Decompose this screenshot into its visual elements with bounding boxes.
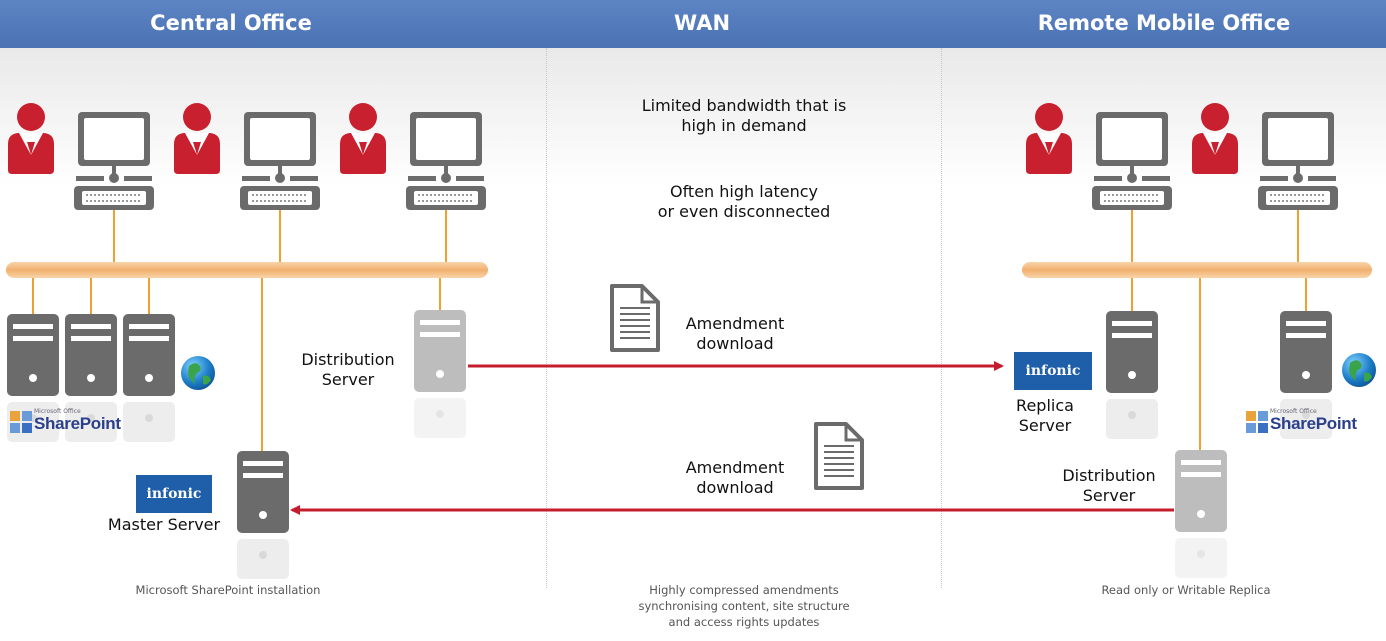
computer-icon — [73, 111, 155, 211]
upper-amendment-label: Amendment download — [685, 314, 785, 353]
right-divider — [941, 48, 942, 588]
wan-caption: Highly compressed amendments synchronisi… — [638, 583, 850, 629]
distribution-server-icon — [414, 310, 466, 438]
person-icon — [8, 103, 54, 174]
sharepoint-logo-icon — [1246, 411, 1268, 433]
master-server-label: Master Server — [107, 515, 221, 534]
sharepoint-logo: Microsoft Office SharePoint — [1246, 405, 1384, 435]
header-bar — [0, 0, 1386, 48]
sharepoint-small-text: Microsoft Office — [1270, 408, 1317, 415]
remote-servers — [1106, 311, 1376, 578]
globe-icon — [181, 356, 215, 390]
sharepoint-text: SharePoint — [1270, 414, 1357, 433]
sharepoint-logo-icon — [10, 411, 32, 433]
sharepoint-small-text: Microsoft Office — [34, 408, 81, 415]
replica-server-label: Replica Server — [1016, 396, 1074, 435]
remote-workstations — [1026, 103, 1339, 211]
central-links — [32, 210, 447, 452]
wan-latency-note: Often high latency or even disconnected — [657, 182, 831, 221]
sharepoint-logo: Microsoft Office SharePoint — [10, 405, 170, 435]
central-workstations — [8, 103, 487, 211]
central-caption: Microsoft SharePoint installation — [135, 583, 321, 597]
person-icon — [174, 103, 220, 174]
wan-bandwidth-note: Limited bandwidth that is high in demand — [641, 96, 847, 135]
globe-icon — [1342, 353, 1376, 387]
computer-icon — [239, 111, 321, 211]
document-icon — [814, 422, 864, 490]
person-icon — [340, 103, 386, 174]
person-icon — [1192, 103, 1238, 174]
person-icon — [1026, 103, 1072, 174]
master-server-icon — [237, 451, 289, 579]
remote-distribution-server-label: Distribution Server — [1062, 466, 1156, 505]
computer-icon — [1257, 111, 1339, 211]
computer-icon — [1091, 111, 1173, 211]
remote-caption: Read only or Writable Replica — [1101, 583, 1271, 597]
infonic-logo: infonic — [1014, 352, 1092, 390]
sharepoint-text: SharePoint — [34, 414, 121, 433]
replica-server-icon — [1106, 311, 1158, 439]
computer-icon — [405, 111, 487, 211]
document-icon — [610, 284, 660, 352]
left-divider — [546, 48, 547, 588]
central-network-bus — [6, 262, 488, 278]
remote-links — [1131, 210, 1307, 450]
wan-title: WAN — [673, 11, 731, 35]
lower-amendment-label: Amendment download — [685, 458, 785, 497]
remote-office-title: Remote Mobile Office — [1037, 11, 1291, 35]
distribution-server-icon — [1175, 450, 1227, 578]
infonic-logo: infonic — [136, 475, 212, 513]
central-office-title: Central Office — [150, 11, 312, 35]
remote-network-bus — [1022, 262, 1372, 278]
central-distribution-server-label: Distribution Server — [301, 350, 395, 389]
